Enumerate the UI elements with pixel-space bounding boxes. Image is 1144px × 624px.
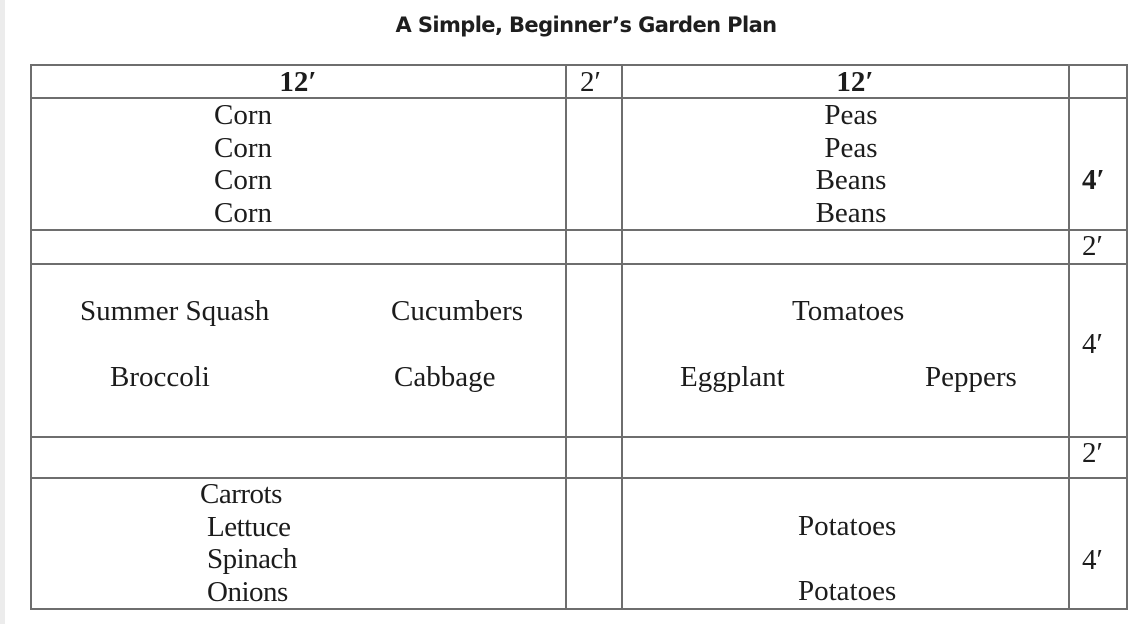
bed-1-height-label: 4′ (1082, 164, 1105, 196)
bed-3-left-plants: Carrots Lettuce Spinach Onions (200, 478, 297, 608)
column-divider (565, 64, 567, 610)
plant-label: Summer Squash (80, 295, 270, 327)
plant-label: Corn (214, 196, 272, 229)
bed-2-height-label: 4′ (1082, 328, 1103, 360)
plant-label: Cabbage (394, 361, 496, 393)
plant-label: Peas (824, 131, 878, 164)
table-border-bottom (30, 608, 1128, 610)
plant-label: Potatoes (798, 510, 897, 542)
column-divider (621, 64, 623, 610)
plant-label: Lettuce (207, 510, 291, 543)
plant-label: Peppers (925, 361, 1017, 393)
plant-label: Peas (824, 99, 878, 131)
plant-label: Spinach (207, 543, 297, 575)
bed-1-left-plants: Corn Corn Corn Corn (214, 99, 272, 229)
plant-label: Broccoli (110, 361, 210, 393)
header-left-width: 12′ (279, 66, 317, 98)
table-border-top (30, 64, 1128, 66)
page-margin-strip (0, 0, 5, 624)
row-divider (30, 436, 1128, 438)
table-border-right (1126, 64, 1128, 610)
plant-label: Eggplant (680, 361, 785, 393)
plant-label: Onions (207, 575, 288, 608)
row-divider (30, 263, 1128, 265)
path-1-height-label: 2′ (1082, 230, 1103, 262)
plant-label: Carrots (200, 478, 282, 510)
header-path-width: 2′ (580, 66, 601, 98)
plant-label: Beans (815, 196, 887, 229)
header-right-width: 12′ (836, 66, 874, 98)
plant-label: Potatoes (798, 575, 897, 607)
plant-label: Tomatoes (792, 295, 905, 327)
plant-label: Corn (214, 99, 272, 131)
row-divider (30, 97, 1128, 99)
page-title: A Simple, Beginner’s Garden Plan (395, 13, 778, 37)
row-divider (30, 477, 1128, 479)
bed-3-height-label: 4′ (1082, 544, 1103, 576)
plant-label: Cucumbers (391, 295, 524, 327)
plant-label: Corn (214, 164, 272, 196)
row-divider (30, 229, 1128, 231)
plant-label: Corn (214, 131, 272, 164)
plant-label: Beans (815, 164, 887, 196)
column-divider (1068, 64, 1070, 610)
path-2-height-label: 2′ (1082, 437, 1103, 469)
bed-1-right-plants: Peas Peas Beans Beans (816, 99, 887, 229)
table-border-left (30, 64, 32, 610)
